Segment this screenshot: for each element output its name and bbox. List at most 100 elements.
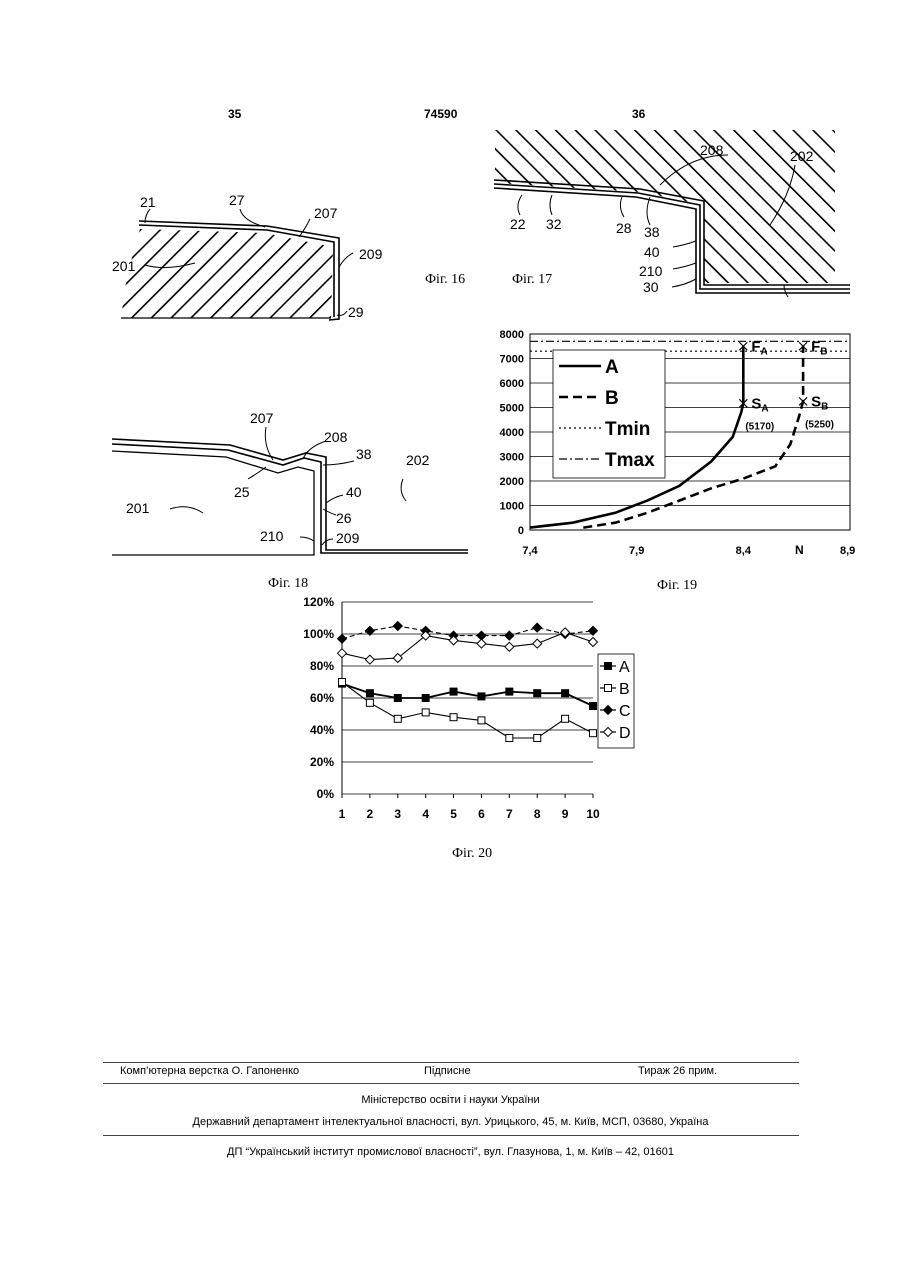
series-line-a xyxy=(342,684,593,706)
y-tick-label: 1000 xyxy=(500,501,524,513)
data-point-b xyxy=(478,717,485,724)
legend-label-tmin: Tmin xyxy=(605,419,650,440)
fig16-label-207: 207 xyxy=(314,205,338,221)
annotation-label: SA xyxy=(751,395,768,414)
y-tick-label: 3000 xyxy=(500,452,524,464)
footer-composer: Комп’ютерна верстка О. Гапоненко xyxy=(120,1065,299,1077)
x-tick-label: 4 xyxy=(422,807,429,821)
x-tick-label: 5 xyxy=(450,807,457,821)
data-point-a xyxy=(478,693,485,700)
x-tick-label: 9 xyxy=(562,807,569,821)
fig18-caption: Фіг. 18 xyxy=(268,576,308,592)
y-tick-label: 20% xyxy=(310,755,334,769)
x-tick-label: 8,4 xyxy=(736,545,752,557)
data-point-a xyxy=(394,695,401,702)
footer-signed: Підписне xyxy=(424,1065,471,1077)
patent-number: 74590 xyxy=(424,107,457,121)
data-point-c xyxy=(505,631,514,640)
fig16-label-29: 29 xyxy=(348,304,364,320)
data-point-c xyxy=(393,622,402,631)
y-tick-label: 120% xyxy=(303,595,334,609)
y-tick-label: 40% xyxy=(310,723,334,737)
footer-rule-mid xyxy=(103,1083,799,1084)
fig16-label-201: 201 xyxy=(112,258,136,274)
fig17-label-208: 208 xyxy=(700,142,724,158)
fig17-label-32: 32 xyxy=(546,216,562,232)
data-point-b xyxy=(394,715,401,722)
fig18-label-209: 209 xyxy=(336,530,360,546)
y-tick-label: 6000 xyxy=(500,378,524,390)
annotation-subscript: B xyxy=(821,401,828,412)
data-point-a xyxy=(590,703,597,710)
fig17-label-210: 210 xyxy=(639,263,663,279)
fig18-label-207: 207 xyxy=(250,410,274,426)
fig20-caption: Фіг. 20 xyxy=(452,846,492,862)
series-line-b xyxy=(342,682,593,738)
x-tick-label: 3 xyxy=(394,807,401,821)
y-tick-label: 2000 xyxy=(500,476,524,488)
figure-19-chart: 0100020003000400050006000700080007,47,98… xyxy=(485,322,857,572)
fig18-label-25: 25 xyxy=(234,484,250,500)
fig19-caption: Фіг. 19 xyxy=(657,578,697,594)
legend-marker-a xyxy=(605,663,612,670)
fig16-label-209: 209 xyxy=(359,246,383,262)
y-tick-label: 100% xyxy=(303,627,334,641)
footer-ministry: Міністерство освіти і науки України xyxy=(0,1094,901,1106)
legend-label-a: A xyxy=(605,357,619,378)
data-point-a xyxy=(506,688,513,695)
fig17-label-38: 38 xyxy=(644,224,660,240)
fig17-label-28: 28 xyxy=(616,220,632,236)
y-tick-label: 60% xyxy=(310,691,334,705)
x-axis-label: N xyxy=(795,543,804,557)
fig16-label-27: 27 xyxy=(229,192,245,208)
page-number-left: 35 xyxy=(228,107,241,121)
y-tick-label: 0 xyxy=(518,525,524,537)
x-tick-label: 6 xyxy=(478,807,485,821)
x-tick-label: 10 xyxy=(586,807,600,821)
data-point-b xyxy=(590,730,597,737)
data-point-a xyxy=(562,690,569,697)
fig17-label-202: 202 xyxy=(790,148,814,164)
fig17-hatched-body xyxy=(495,130,835,283)
y-tick-label: 7000 xyxy=(500,354,524,366)
annotation-label: SB xyxy=(811,393,828,412)
fig18-label-201: 201 xyxy=(126,500,150,516)
data-point-a xyxy=(450,688,457,695)
data-point-d xyxy=(365,655,374,664)
legend-marker-b xyxy=(605,685,612,692)
y-tick-label: 4000 xyxy=(500,427,524,439)
x-tick-label: 2 xyxy=(367,807,374,821)
footer-institute: ДП “Український інститут промислової вла… xyxy=(0,1146,901,1158)
data-point-b xyxy=(366,699,373,706)
data-point-c xyxy=(533,623,542,632)
fig18-label-202: 202 xyxy=(406,452,430,468)
figure-16-drawing: 21 27 207 201 209 29 xyxy=(105,185,405,335)
x-tick-label: 1 xyxy=(339,807,346,821)
legend: ABCD xyxy=(598,654,634,748)
fig17-label-30: 30 xyxy=(643,279,659,295)
fig17-label-40: 40 xyxy=(644,244,660,260)
footer-rule-bottom xyxy=(103,1135,799,1136)
data-point-d xyxy=(477,639,486,648)
fig18-label-38: 38 xyxy=(356,446,372,462)
annotation-value: (5250) xyxy=(805,419,834,430)
footer-department: Державний департамент інтелектуальної вл… xyxy=(0,1116,901,1128)
data-point-b xyxy=(506,735,513,742)
y-tick-label: 80% xyxy=(310,659,334,673)
data-point-a xyxy=(534,690,541,697)
fig18-label-26: 26 xyxy=(336,510,352,526)
x-tick-label: 7,9 xyxy=(629,545,644,557)
x-tick-label: 8,9 xyxy=(840,545,855,557)
figure-18-drawing: 207 208 38 202 25 40 201 26 210 209 xyxy=(108,405,478,565)
legend: ABTminTmax xyxy=(553,350,665,478)
data-point-b xyxy=(534,735,541,742)
footer-circulation: Тираж 26 прим. xyxy=(638,1065,717,1077)
legend-label-c: C xyxy=(619,703,631,720)
fig18-label-40: 40 xyxy=(346,484,362,500)
data-point-b xyxy=(339,679,346,686)
data-point-b xyxy=(422,709,429,716)
fig16-label-21: 21 xyxy=(140,194,156,210)
data-point-d xyxy=(533,639,542,648)
annotation-subscript: A xyxy=(761,346,768,357)
legend-label-b: B xyxy=(619,681,630,698)
